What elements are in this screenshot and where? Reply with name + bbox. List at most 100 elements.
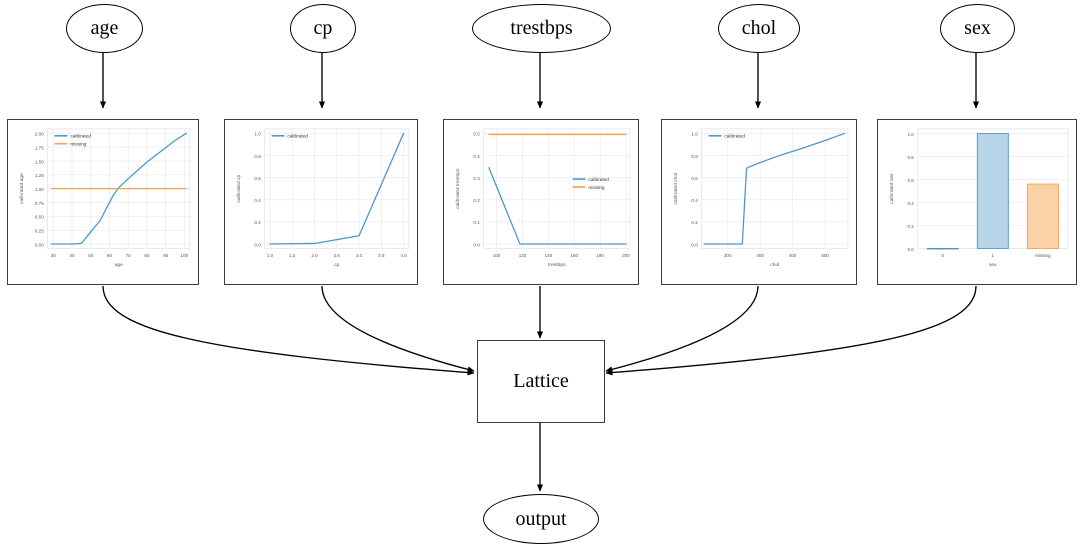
svg-text:40: 40 bbox=[69, 253, 75, 258]
chart-cp: 0.0 0.2 0.4 0.6 0.8 1.0 1.0 1.5 2.0 2.5 3.0 3.5 4.0 c… bbox=[236, 128, 410, 268]
svg-text:calibrated: calibrated bbox=[70, 134, 91, 140]
svg-text:140: 140 bbox=[545, 253, 553, 258]
svg-text:1.25: 1.25 bbox=[35, 173, 44, 178]
svg-text:0.8: 0.8 bbox=[691, 154, 698, 159]
svg-text:2.5: 2.5 bbox=[334, 253, 341, 258]
svg-text:3.5: 3.5 bbox=[378, 253, 385, 258]
chart-sex: 0.0 0.2 0.4 0.6 0.8 1.0 0 1 missing sex calibrated… bbox=[889, 128, 1069, 268]
svg-text:0.75: 0.75 bbox=[35, 201, 44, 206]
svg-text:0.8: 0.8 bbox=[254, 154, 261, 159]
svg-text:90: 90 bbox=[163, 253, 169, 258]
plot-panel-age[interactable]: 0.00 0.25 0.50 0.75 1.00 1.25 1.50 1.75 2.00 30 40… bbox=[7, 119, 199, 285]
edge-sexplot-to-lattice bbox=[605, 285, 977, 376]
svg-text:0.4: 0.4 bbox=[691, 198, 698, 203]
node-lattice[interactable]: Lattice bbox=[477, 340, 605, 423]
plot-panel-sex[interactable]: 0.0 0.2 0.4 0.6 0.8 1.0 0 1 missing sex calibrated… bbox=[877, 119, 1077, 285]
svg-text:0.0: 0.0 bbox=[907, 247, 914, 252]
svg-text:0.2: 0.2 bbox=[907, 224, 914, 229]
svg-text:500: 500 bbox=[821, 253, 829, 258]
svg-text:0.8: 0.8 bbox=[907, 155, 914, 160]
svg-text:0.0: 0.0 bbox=[473, 242, 480, 247]
svg-text:1.50: 1.50 bbox=[35, 159, 44, 164]
svg-text:sex: sex bbox=[989, 263, 997, 268]
svg-text:300: 300 bbox=[756, 253, 764, 258]
svg-text:0.6: 0.6 bbox=[907, 178, 914, 183]
svg-text:180: 180 bbox=[596, 253, 604, 258]
svg-text:120: 120 bbox=[519, 253, 527, 258]
svg-text:50: 50 bbox=[88, 253, 94, 258]
node-chol-label: chol bbox=[741, 17, 777, 39]
svg-text:1.5: 1.5 bbox=[289, 253, 296, 258]
svg-text:trestbps: trestbps bbox=[548, 262, 566, 268]
svg-text:0.1: 0.1 bbox=[473, 220, 480, 225]
node-output[interactable]: output bbox=[483, 494, 599, 544]
node-age-label: age bbox=[90, 17, 119, 39]
svg-text:3.0: 3.0 bbox=[356, 253, 363, 258]
svg-text:1: 1 bbox=[992, 253, 995, 258]
svg-text:1.0: 1.0 bbox=[691, 132, 698, 137]
node-chol[interactable]: chol bbox=[718, 4, 800, 53]
svg-text:calibrated: calibrated bbox=[724, 134, 745, 140]
svg-text:80: 80 bbox=[144, 253, 150, 258]
chart-age: 0.00 0.25 0.50 0.75 1.00 1.25 1.50 1.75 2.00 30 40… bbox=[19, 128, 191, 268]
svg-text:calibrated trestbps: calibrated trestbps bbox=[455, 168, 461, 209]
svg-text:0.6: 0.6 bbox=[254, 176, 261, 181]
node-lattice-label: Lattice bbox=[513, 370, 569, 392]
svg-text:400: 400 bbox=[789, 253, 797, 258]
svg-text:missing: missing bbox=[1035, 253, 1051, 258]
node-cp[interactable]: cp bbox=[290, 4, 356, 53]
svg-text:0.5: 0.5 bbox=[473, 132, 480, 137]
svg-text:age: age bbox=[115, 263, 123, 268]
node-trestbps[interactable]: trestbps bbox=[472, 4, 611, 53]
svg-text:2.0: 2.0 bbox=[311, 253, 318, 258]
edge-cholplot-to-lattice bbox=[605, 285, 759, 373]
svg-text:chol: chol bbox=[770, 262, 779, 268]
svg-text:0.4: 0.4 bbox=[473, 154, 480, 159]
svg-text:0.2: 0.2 bbox=[254, 220, 261, 225]
node-age[interactable]: age bbox=[66, 4, 143, 53]
svg-text:1.00: 1.00 bbox=[35, 187, 44, 192]
svg-text:0.0: 0.0 bbox=[254, 242, 261, 247]
svg-text:100: 100 bbox=[493, 253, 501, 258]
edge-cpplot-to-lattice bbox=[321, 285, 475, 373]
svg-text:2.00: 2.00 bbox=[35, 132, 44, 137]
svg-text:70: 70 bbox=[126, 253, 132, 258]
svg-text:0: 0 bbox=[941, 253, 944, 258]
node-output-label: output bbox=[515, 507, 567, 530]
svg-text:60: 60 bbox=[107, 253, 113, 258]
svg-text:0.4: 0.4 bbox=[254, 198, 261, 203]
svg-text:1.75: 1.75 bbox=[35, 146, 44, 151]
svg-text:0.00: 0.00 bbox=[35, 242, 44, 247]
plot-panel-trestbps[interactable]: 0.0 0.1 0.2 0.3 0.4 0.5 100 120 140 160 180 200 tres… bbox=[443, 119, 639, 285]
svg-text:calibrated cp: calibrated cp bbox=[236, 174, 242, 202]
svg-text:cp: cp bbox=[334, 263, 339, 268]
svg-text:1.0: 1.0 bbox=[254, 132, 261, 137]
svg-text:calibrated: calibrated bbox=[287, 134, 308, 140]
svg-text:0.25: 0.25 bbox=[35, 229, 44, 234]
svg-text:0.2: 0.2 bbox=[691, 220, 698, 225]
plot-panel-cp[interactable]: 0.0 0.2 0.4 0.6 0.8 1.0 1.0 1.5 2.0 2.5 3.0 3.5 4.0 c… bbox=[224, 119, 418, 285]
svg-text:0.50: 0.50 bbox=[35, 215, 44, 220]
svg-text:4.0: 4.0 bbox=[400, 253, 407, 258]
svg-text:missing: missing bbox=[588, 185, 604, 191]
chart-trestbps: 0.0 0.1 0.2 0.3 0.4 0.5 100 120 140 160 180 200 tres… bbox=[455, 128, 630, 268]
node-sex[interactable]: sex bbox=[940, 4, 1015, 53]
svg-text:calibrated sex: calibrated sex bbox=[889, 173, 895, 204]
svg-text:missing: missing bbox=[70, 142, 86, 148]
svg-text:160: 160 bbox=[570, 253, 578, 258]
svg-text:30: 30 bbox=[51, 253, 57, 258]
svg-text:1.0: 1.0 bbox=[267, 253, 274, 258]
svg-text:0.4: 0.4 bbox=[907, 201, 914, 206]
node-cp-label: cp bbox=[313, 17, 333, 39]
svg-text:0.6: 0.6 bbox=[691, 176, 698, 181]
node-trestbps-label: trestbps bbox=[510, 17, 573, 39]
svg-text:1.0: 1.0 bbox=[907, 132, 914, 137]
svg-text:0.3: 0.3 bbox=[473, 176, 480, 181]
svg-text:200: 200 bbox=[622, 253, 630, 258]
svg-text:0.2: 0.2 bbox=[473, 198, 480, 203]
svg-text:calibrated age: calibrated age bbox=[19, 173, 25, 204]
svg-text:0.0: 0.0 bbox=[691, 242, 698, 247]
